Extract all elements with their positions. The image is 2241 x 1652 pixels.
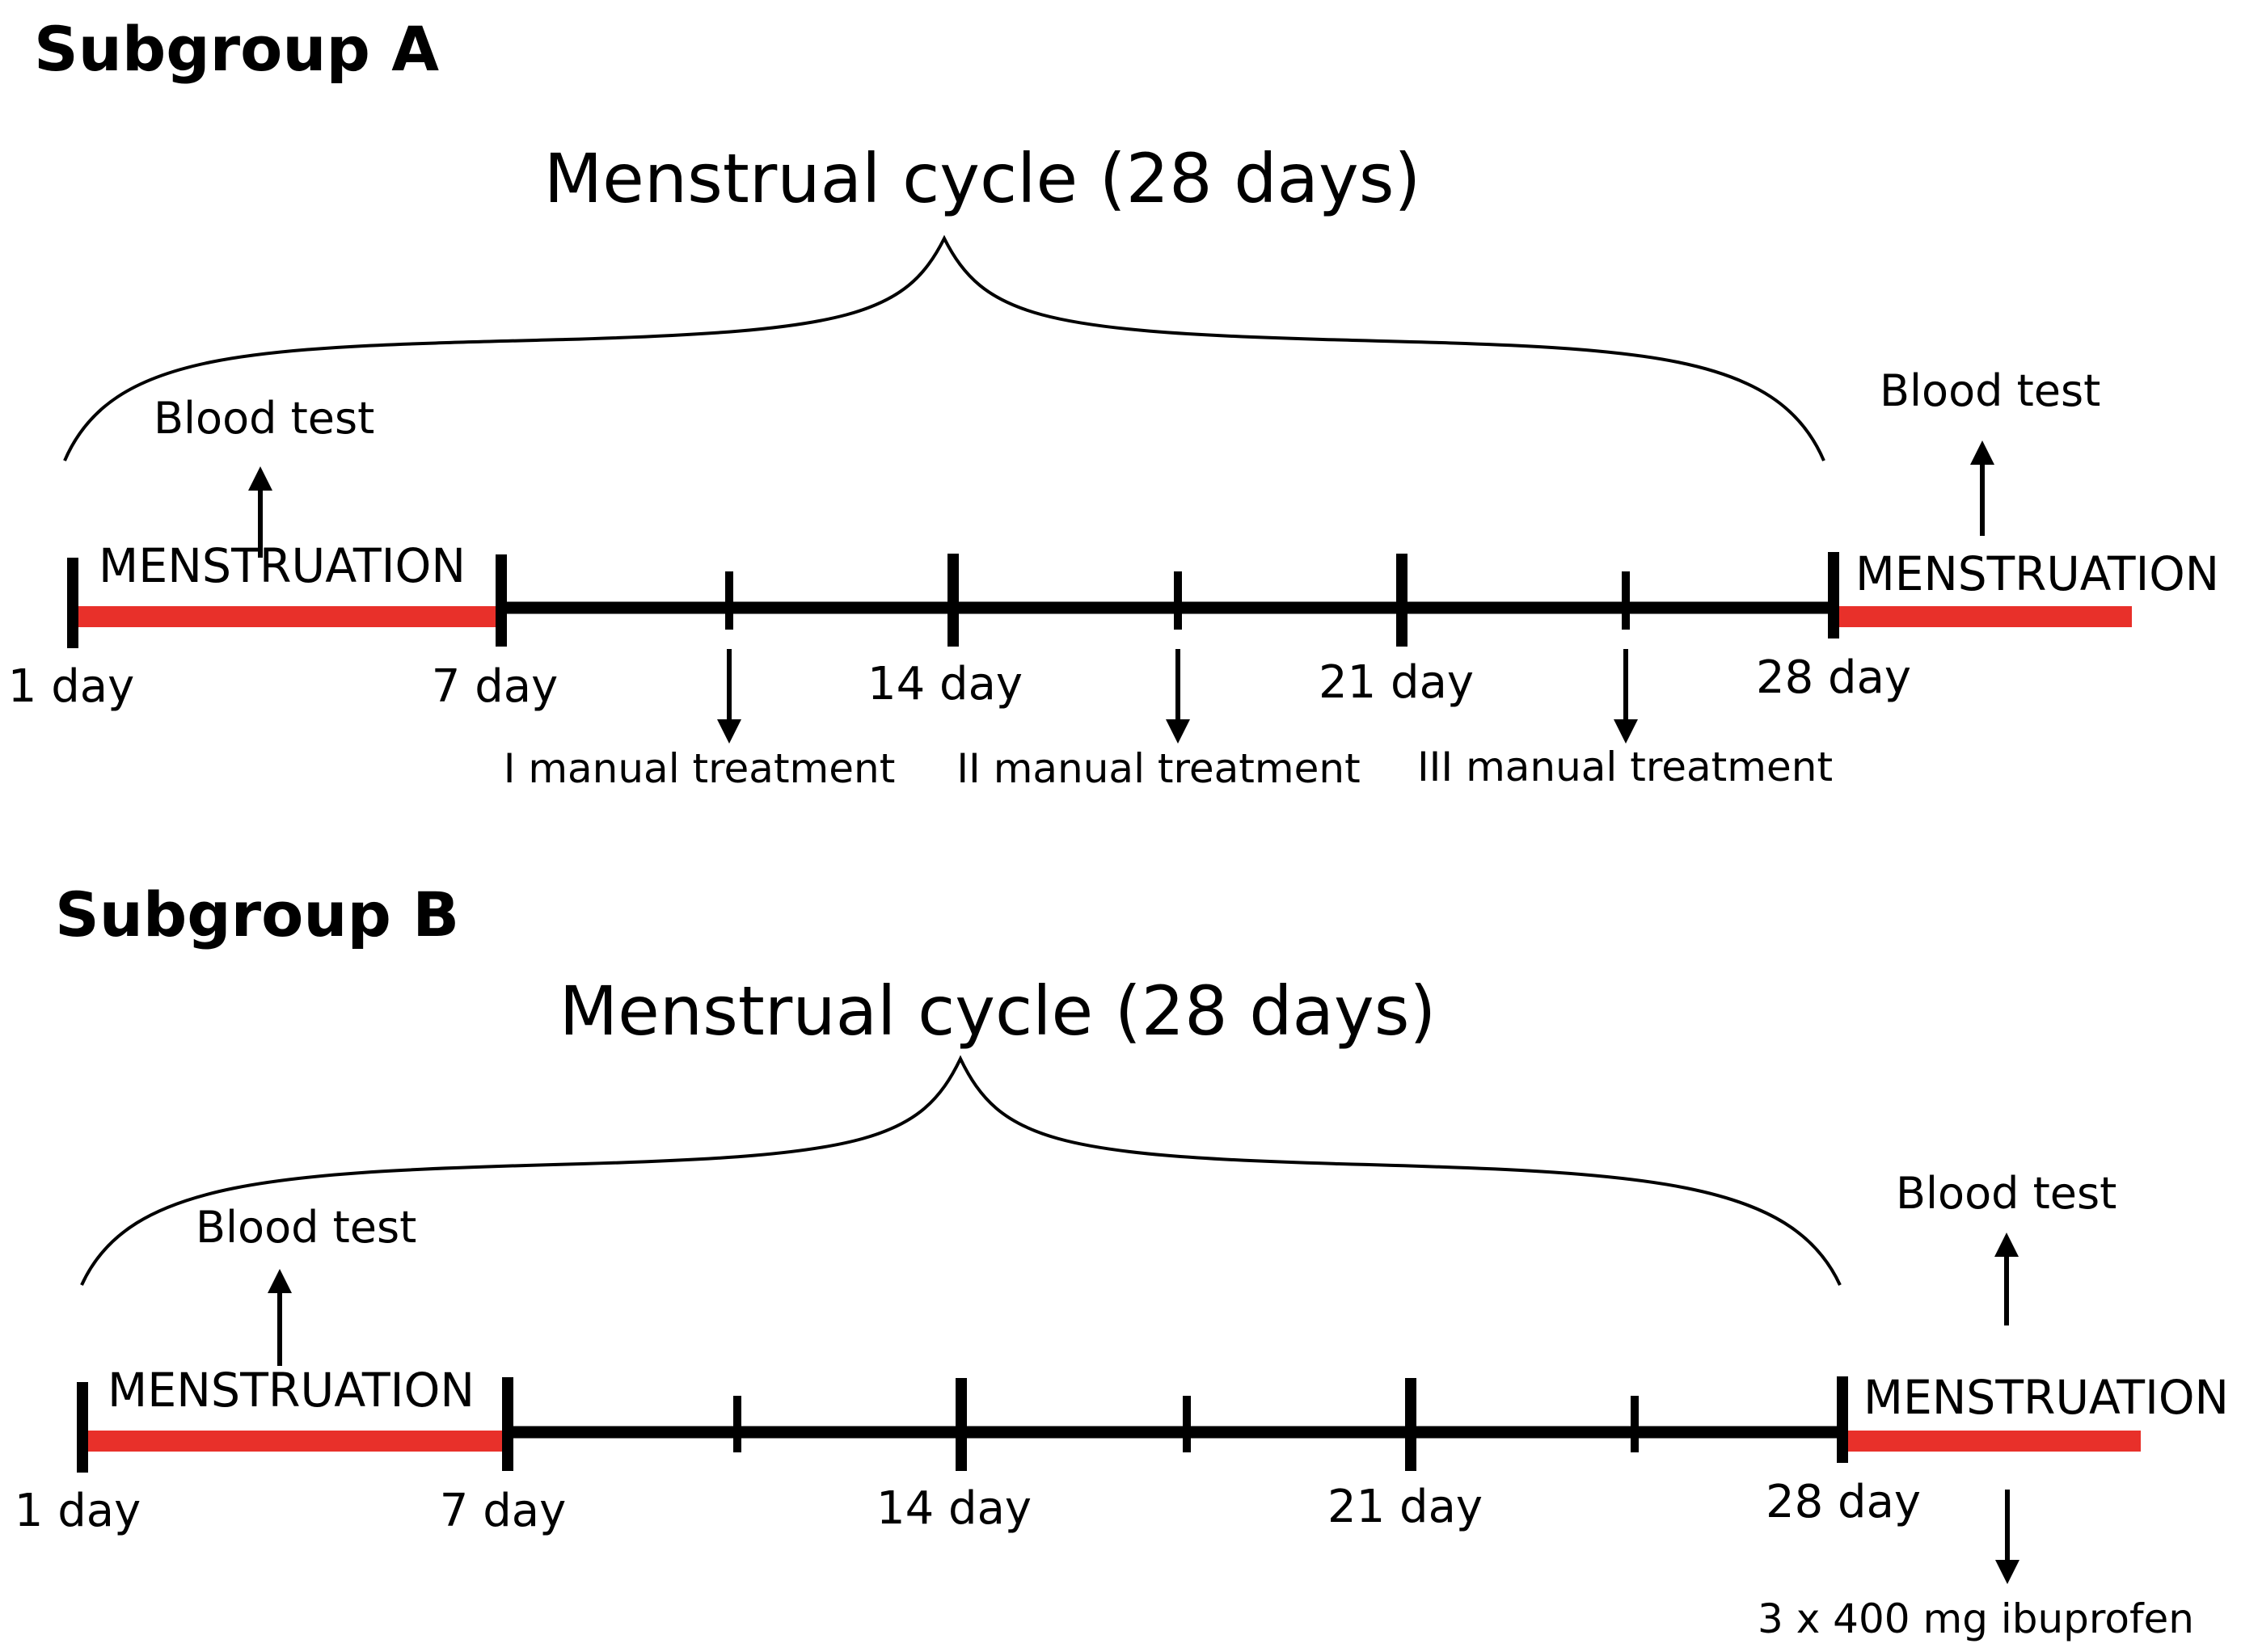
subgroup-a-day-label: 1 day (8, 660, 134, 713)
subgroup-b-day-label: 1 day (15, 1485, 141, 1537)
subgroup-b-blood-test-left: Blood test (196, 1202, 416, 1253)
subgroup-b-panel: Subgroup B Menstrual cycle (28 days) MEN… (15, 879, 2229, 1642)
subgroup-b-brace-label: Menstrual cycle (28 days) (559, 971, 1437, 1051)
subgroup-a-brace (63, 234, 1825, 461)
subgroup-a-brace-label: Menstrual cycle (28 days) (544, 139, 1421, 218)
subgroup-a-treatment-label: III manual treatment (1417, 744, 1833, 790)
subgroup-a-treatment-label: II manual treatment (956, 745, 1360, 792)
subgroup-a-blood-test-right: Blood test (1880, 365, 2100, 416)
subgroup-b-day-label: 7 day (440, 1485, 566, 1537)
subgroup-a-day-label: 7 day (432, 660, 558, 713)
subgroup-b-day-label: 28 day (1766, 1476, 1921, 1528)
subgroup-a-day-label: 28 day (1756, 651, 1911, 704)
subgroup-a-blood-test-left: Blood test (154, 393, 374, 444)
subgroup-a-day-label: 14 day (867, 658, 1023, 710)
subgroup-a-menstruation-label-right: MENSTRUATION (1855, 546, 2219, 601)
subgroup-a-heading: Subgroup A (34, 13, 439, 85)
subgroup-b-day-label: 14 day (876, 1482, 1032, 1535)
subgroup-a-menstruation-label-left: MENSTRUATION (99, 538, 466, 593)
subgroup-a-treatment-label: I manual treatment (504, 745, 896, 792)
subgroup-b-menstruation-label-left: MENSTRUATION (108, 1363, 475, 1418)
subgroup-b-day-label: 21 day (1327, 1481, 1483, 1533)
subgroup-b-menstruation-label-right: MENSTRUATION (1863, 1370, 2229, 1425)
subgroup-a-day-label: 21 day (1319, 656, 1474, 709)
subgroup-b-heading: Subgroup B (55, 879, 459, 950)
subgroup-b-brace (80, 1055, 1842, 1286)
subgroup-a-panel: Subgroup A Menstrual cycle (28 days) MEN… (8, 13, 2219, 792)
subgroup-b-blood-test-right: Blood test (1896, 1168, 2116, 1219)
subgroup-b-ibuprofen-label: 3 x 400 mg ibuprofen (1758, 1595, 2194, 1642)
